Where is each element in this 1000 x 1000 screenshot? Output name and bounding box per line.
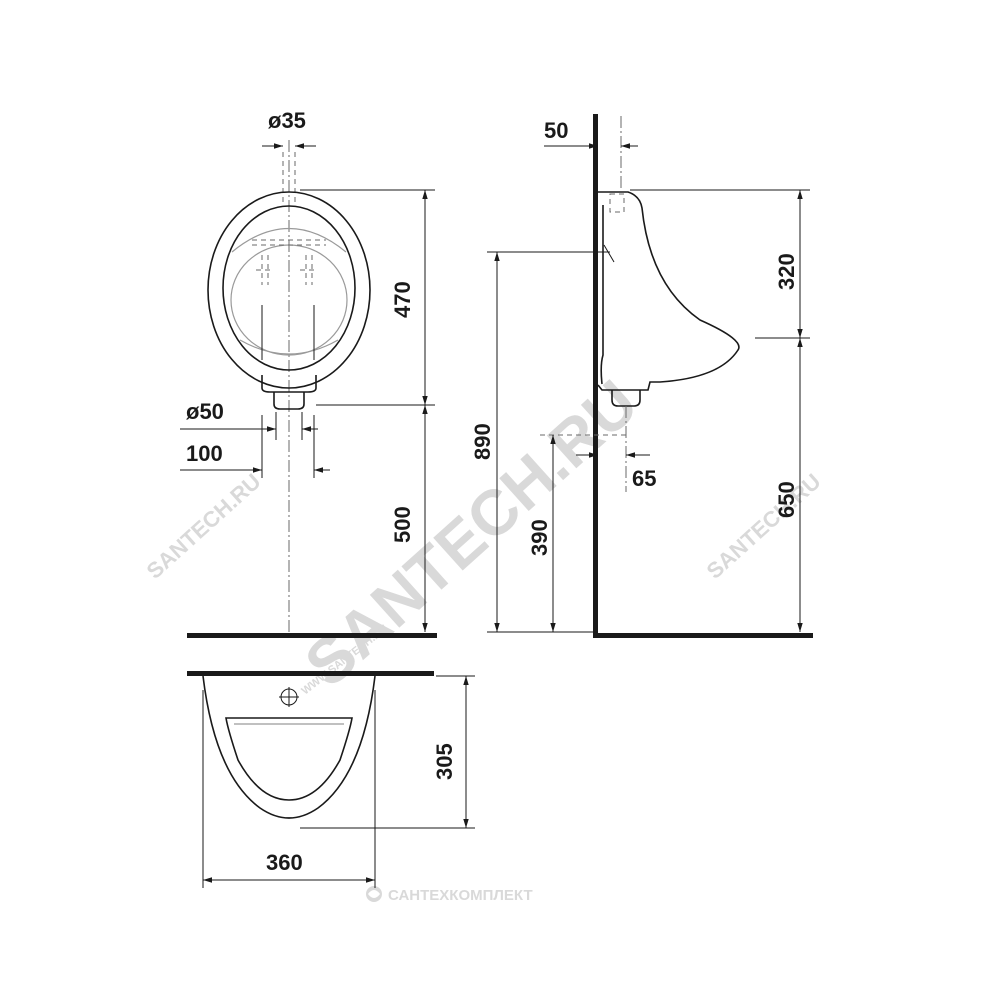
top-wall-line xyxy=(187,671,434,676)
dim-depth-305: 305 xyxy=(432,743,457,780)
brand-logo-icon xyxy=(366,886,382,902)
side-wall-line xyxy=(593,114,598,638)
top-view: 305 360 xyxy=(187,671,475,888)
urinal-side-body xyxy=(597,191,740,407)
dim-height-470: 470 xyxy=(390,281,415,318)
dim-outlet-diameter: ø50 xyxy=(186,399,224,424)
dim-offset-50: 50 xyxy=(544,118,568,143)
dim-width-360: 360 xyxy=(266,850,303,875)
dim-height-890: 890 xyxy=(470,423,495,460)
dim-height-650: 650 xyxy=(774,481,799,518)
dim-pipe-diameter: ø35 xyxy=(268,108,306,133)
watermark-side-left: SANTECH.RU xyxy=(142,469,266,584)
dim-height-500: 500 xyxy=(390,506,415,543)
urinal-front-body xyxy=(207,191,371,410)
front-view: ø35 470 500 ø50 100 xyxy=(180,108,437,638)
urinal-top-body xyxy=(202,675,376,819)
watermark-brand: САНТЕХКОМПЛЕКТ xyxy=(388,887,533,904)
front-floor-line xyxy=(187,633,437,638)
dim-height-320: 320 xyxy=(774,253,799,290)
side-floor-line xyxy=(593,633,813,638)
watermark-side-right: SANTECH.RU xyxy=(702,469,826,584)
dim-height-390: 390 xyxy=(527,519,552,556)
dim-offset-65: 65 xyxy=(632,466,656,491)
side-view: 50 320 650 890 390 65 xyxy=(470,114,813,638)
dim-width-100: 100 xyxy=(186,441,223,466)
